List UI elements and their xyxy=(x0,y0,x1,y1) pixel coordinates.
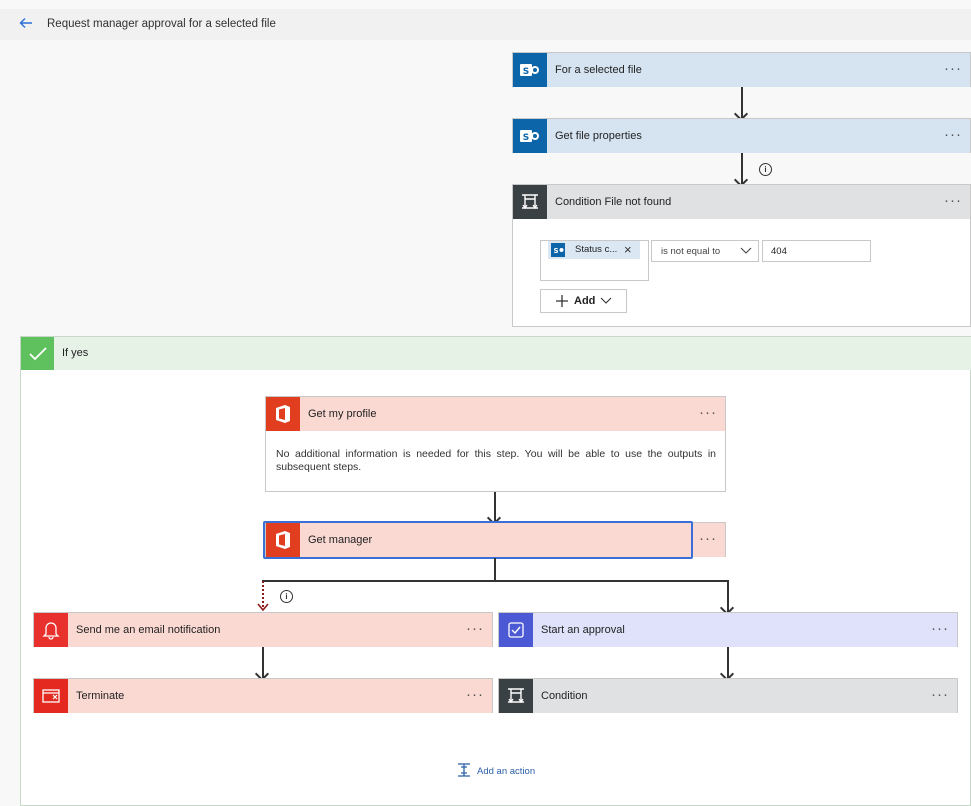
connector-line xyxy=(494,558,496,582)
step-title: For a selected file xyxy=(555,64,642,76)
add-label: Add xyxy=(574,295,596,307)
step-send-email-notification[interactable]: Send me an email notification ··· xyxy=(33,612,493,647)
step-get-my-profile[interactable]: Get my profile ··· No additional informa… xyxy=(265,396,726,492)
card-header: Send me an email notification ··· xyxy=(34,613,492,647)
operator-label: is not equal to xyxy=(661,246,721,257)
card-header: S Get file properties ··· xyxy=(513,119,970,153)
more-options-button[interactable]: ··· xyxy=(699,404,717,421)
back-arrow-icon[interactable] xyxy=(18,15,38,35)
value-input[interactable]: 404 xyxy=(762,240,871,262)
selected-step-outline xyxy=(263,521,693,559)
value-text: 404 xyxy=(771,246,787,257)
if-yes-header[interactable] xyxy=(21,337,971,370)
connector-arrow xyxy=(262,647,264,678)
top-bar xyxy=(0,9,971,40)
step-get-file-properties[interactable]: S Get file properties ··· xyxy=(512,118,971,153)
add-button[interactable]: Add xyxy=(540,289,627,313)
step-title: Condition File not found xyxy=(555,196,672,208)
chevron-down-icon xyxy=(600,296,612,309)
office-icon xyxy=(266,397,300,431)
svg-text:S: S xyxy=(523,133,529,143)
flow-title: Request manager approval for a selected … xyxy=(47,18,276,30)
card-header: Get my profile ··· xyxy=(266,397,725,431)
step-title: Send me an email notification xyxy=(76,624,221,636)
more-options-button[interactable]: ··· xyxy=(931,686,949,703)
dashed-connector xyxy=(262,581,264,607)
plus-icon xyxy=(556,295,568,310)
add-action-icon xyxy=(456,762,472,783)
more-options-button[interactable]: ··· xyxy=(931,620,949,637)
step-start-approval[interactable]: Start an approval ··· xyxy=(498,612,958,647)
step-title: Start an approval xyxy=(541,624,625,636)
if-yes-label: If yes xyxy=(62,347,89,359)
office-icon xyxy=(266,523,300,557)
approval-icon xyxy=(499,613,533,647)
connector-arrow xyxy=(741,87,743,118)
token-label: Status c... xyxy=(575,244,618,255)
step-description: No additional information is needed for … xyxy=(276,448,716,473)
token-remove-button[interactable]: × xyxy=(624,242,632,257)
more-options-button[interactable]: ··· xyxy=(944,192,962,209)
card-header: Condition ··· xyxy=(499,679,957,713)
card-header: Get manager ··· xyxy=(266,523,725,557)
step-terminate[interactable]: Terminate ··· xyxy=(33,678,493,713)
connector-arrow xyxy=(741,153,743,184)
run-after-arrow xyxy=(257,600,269,618)
step-for-selected-file[interactable]: S For a selected file ··· xyxy=(512,52,971,87)
step-title: Terminate xyxy=(76,690,125,702)
connector-arrow xyxy=(727,647,729,678)
chevron-down-icon xyxy=(740,245,752,258)
add-action-label: Add an action xyxy=(477,766,536,777)
svg-text:S: S xyxy=(553,247,558,255)
info-icon[interactable]: i xyxy=(280,590,293,603)
more-options-button[interactable]: ··· xyxy=(466,686,484,703)
sharepoint-icon: S xyxy=(513,53,547,87)
svg-text:S: S xyxy=(523,67,529,77)
operator-select[interactable]: is not equal to xyxy=(651,240,759,262)
condition-icon xyxy=(513,185,547,219)
card-header: Start an approval ··· xyxy=(499,613,957,647)
step-title: Get my profile xyxy=(308,408,377,420)
step-title: Get manager xyxy=(308,534,373,546)
connector-arrow xyxy=(727,581,729,612)
terminate-icon xyxy=(34,679,68,713)
more-options-button[interactable]: ··· xyxy=(466,620,484,637)
step-condition[interactable]: Condition ··· xyxy=(498,678,958,713)
card-header: S For a selected file ··· xyxy=(513,53,970,87)
more-options-button[interactable]: ··· xyxy=(944,60,962,77)
add-action-button[interactable]: Add an action xyxy=(456,762,546,780)
step-title: Get file properties xyxy=(555,130,642,142)
card-header: Terminate ··· xyxy=(34,679,492,713)
branch-line xyxy=(262,580,729,582)
condition-icon xyxy=(499,679,533,713)
bell-icon xyxy=(34,613,68,647)
step-title: Condition xyxy=(541,690,588,702)
checkmark-icon xyxy=(21,337,54,370)
info-icon[interactable]: i xyxy=(759,163,772,176)
status-code-token[interactable]: S Status c... × xyxy=(548,241,640,259)
card-header: Condition File not found ··· xyxy=(513,185,970,219)
sharepoint-icon: S xyxy=(551,243,565,257)
connector-arrow xyxy=(494,492,496,522)
sharepoint-icon: S xyxy=(513,119,547,153)
more-options-button[interactable]: ··· xyxy=(944,126,962,143)
more-options-button[interactable]: ··· xyxy=(699,530,717,547)
